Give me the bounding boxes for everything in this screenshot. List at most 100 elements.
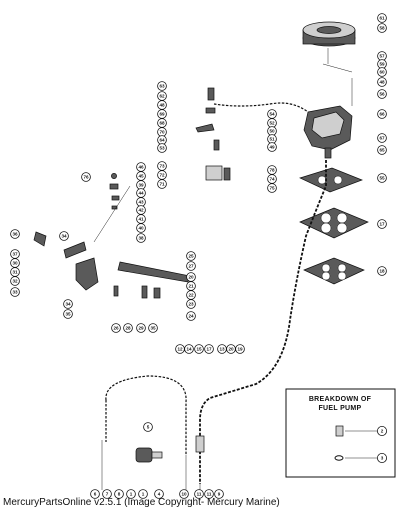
throttle-lever-assembly — [33, 231, 191, 299]
callout-62: 62 — [157, 91, 167, 101]
svg-text:2: 2 — [381, 429, 384, 434]
inset-title-line2: FUEL PUMP — [318, 405, 361, 412]
callout-54: 54 — [267, 109, 277, 119]
callout-53: 53 — [157, 143, 167, 153]
callout-17: 17 — [204, 344, 214, 354]
callout-number: 20 — [188, 275, 194, 280]
callout-66: 66 — [377, 109, 387, 119]
callout-14: 14 — [184, 344, 194, 354]
callout-35: 35 — [63, 309, 73, 319]
callout-number: 11 — [197, 492, 202, 497]
callout-58: 58 — [377, 23, 387, 33]
inset-callout: 3 — [376, 452, 387, 463]
callout-number: 48 — [379, 80, 385, 85]
callout-32: 32 — [10, 276, 20, 286]
callout-20: 20 — [226, 344, 236, 354]
callout-number: 36 — [12, 232, 18, 237]
callout-17: 17 — [377, 219, 387, 229]
pump-diaphragm-part — [335, 425, 344, 437]
callout-number: 21 — [188, 284, 194, 289]
callout-number: 63 — [159, 84, 165, 89]
flame-arrestor — [302, 21, 356, 47]
callout-number: 18 — [379, 269, 385, 274]
callout-4: 4 — [154, 489, 164, 499]
callout-number: 53 — [159, 146, 165, 151]
callout-number: 49 — [269, 145, 275, 150]
callout-number: 70 — [159, 130, 165, 135]
callout-25: 25 — [186, 251, 196, 261]
callout-24: 24 — [186, 311, 196, 321]
callout-number: 65 — [379, 148, 385, 153]
fuel-line-main — [199, 160, 327, 484]
callout-12: 12 — [175, 344, 185, 354]
callout-33: 33 — [10, 287, 20, 297]
callout-number: 23 — [188, 302, 194, 307]
callout-46: 46 — [136, 162, 146, 172]
callout-number: 42 — [138, 208, 144, 213]
callout-number: 45 — [138, 174, 144, 179]
callout-34: 34 — [59, 231, 69, 241]
callout-71: 71 — [157, 179, 167, 189]
callout-number: 74 — [269, 177, 275, 182]
callout-69: 69 — [157, 109, 167, 119]
callout-7: 7 — [102, 489, 112, 499]
callout-number: 43 — [138, 200, 144, 205]
callout-5: 5 — [143, 422, 153, 432]
callout-41: 41 — [136, 214, 146, 224]
callout-number: 4 — [158, 492, 161, 497]
callout-number: 7 — [106, 492, 109, 497]
callout-number: 22 — [188, 293, 194, 298]
callout-number: 39 — [138, 183, 144, 188]
callout-number: 76 — [83, 175, 89, 180]
callout-number: 13 — [219, 347, 225, 352]
callout-number: 44 — [138, 191, 144, 196]
svg-text:3: 3 — [381, 456, 384, 461]
callout-number: 5 — [147, 425, 150, 430]
callout-43: 43 — [136, 197, 146, 207]
callout-number: 14 — [186, 347, 192, 352]
callout-number: 17 — [379, 222, 385, 227]
callout-number: 52 — [269, 121, 275, 126]
callout-27: 27 — [186, 261, 196, 271]
copyright-footer: MercuryPartsOnline v2.5.1 (Image Copyrig… — [3, 497, 280, 508]
callout-48: 48 — [377, 77, 387, 87]
callout-number: 48 — [159, 103, 165, 108]
callout-number: 55 — [379, 176, 385, 181]
callout-23: 23 — [186, 299, 196, 309]
callout-19: 19 — [235, 344, 245, 354]
callout-34: 34 — [63, 299, 73, 309]
callout-number: 73 — [159, 164, 165, 169]
callout-73: 73 — [157, 161, 167, 171]
callout-number: 17 — [206, 347, 212, 352]
callout-20: 20 — [186, 272, 196, 282]
callout-76: 76 — [81, 172, 91, 182]
callout-number: 71 — [159, 182, 165, 187]
carburetor-body — [303, 105, 353, 159]
callout-number: 46 — [138, 165, 144, 170]
callout-number: 27 — [188, 264, 194, 269]
callout-28: 28 — [123, 323, 133, 333]
callout-75: 75 — [267, 183, 277, 193]
callout-number: 41 — [138, 217, 144, 222]
callout-number: 67 — [379, 136, 385, 141]
callout-67: 67 — [377, 133, 387, 143]
callout-number: 9 — [218, 492, 221, 497]
callout-number: 29 — [138, 326, 144, 331]
callout-number: 25 — [188, 254, 194, 259]
callout-number: 72 — [159, 173, 165, 178]
callout-11: 11 — [204, 489, 214, 499]
callout-number: 60 — [379, 70, 385, 75]
callout-49: 49 — [267, 142, 277, 152]
callout-number: 66 — [379, 112, 385, 117]
callout-65: 65 — [377, 145, 387, 155]
callout-number: 24 — [188, 314, 194, 319]
callout-number: 20 — [228, 347, 234, 352]
callout-74: 74 — [267, 174, 277, 184]
callout-50: 50 — [267, 126, 277, 136]
callout-40: 40 — [136, 223, 146, 233]
callout-number: 64 — [159, 138, 165, 143]
callout-number: 69 — [159, 112, 165, 117]
callout-number: 1 — [130, 492, 133, 497]
callout-number: 35 — [65, 312, 71, 317]
callout-26: 26 — [111, 323, 121, 333]
